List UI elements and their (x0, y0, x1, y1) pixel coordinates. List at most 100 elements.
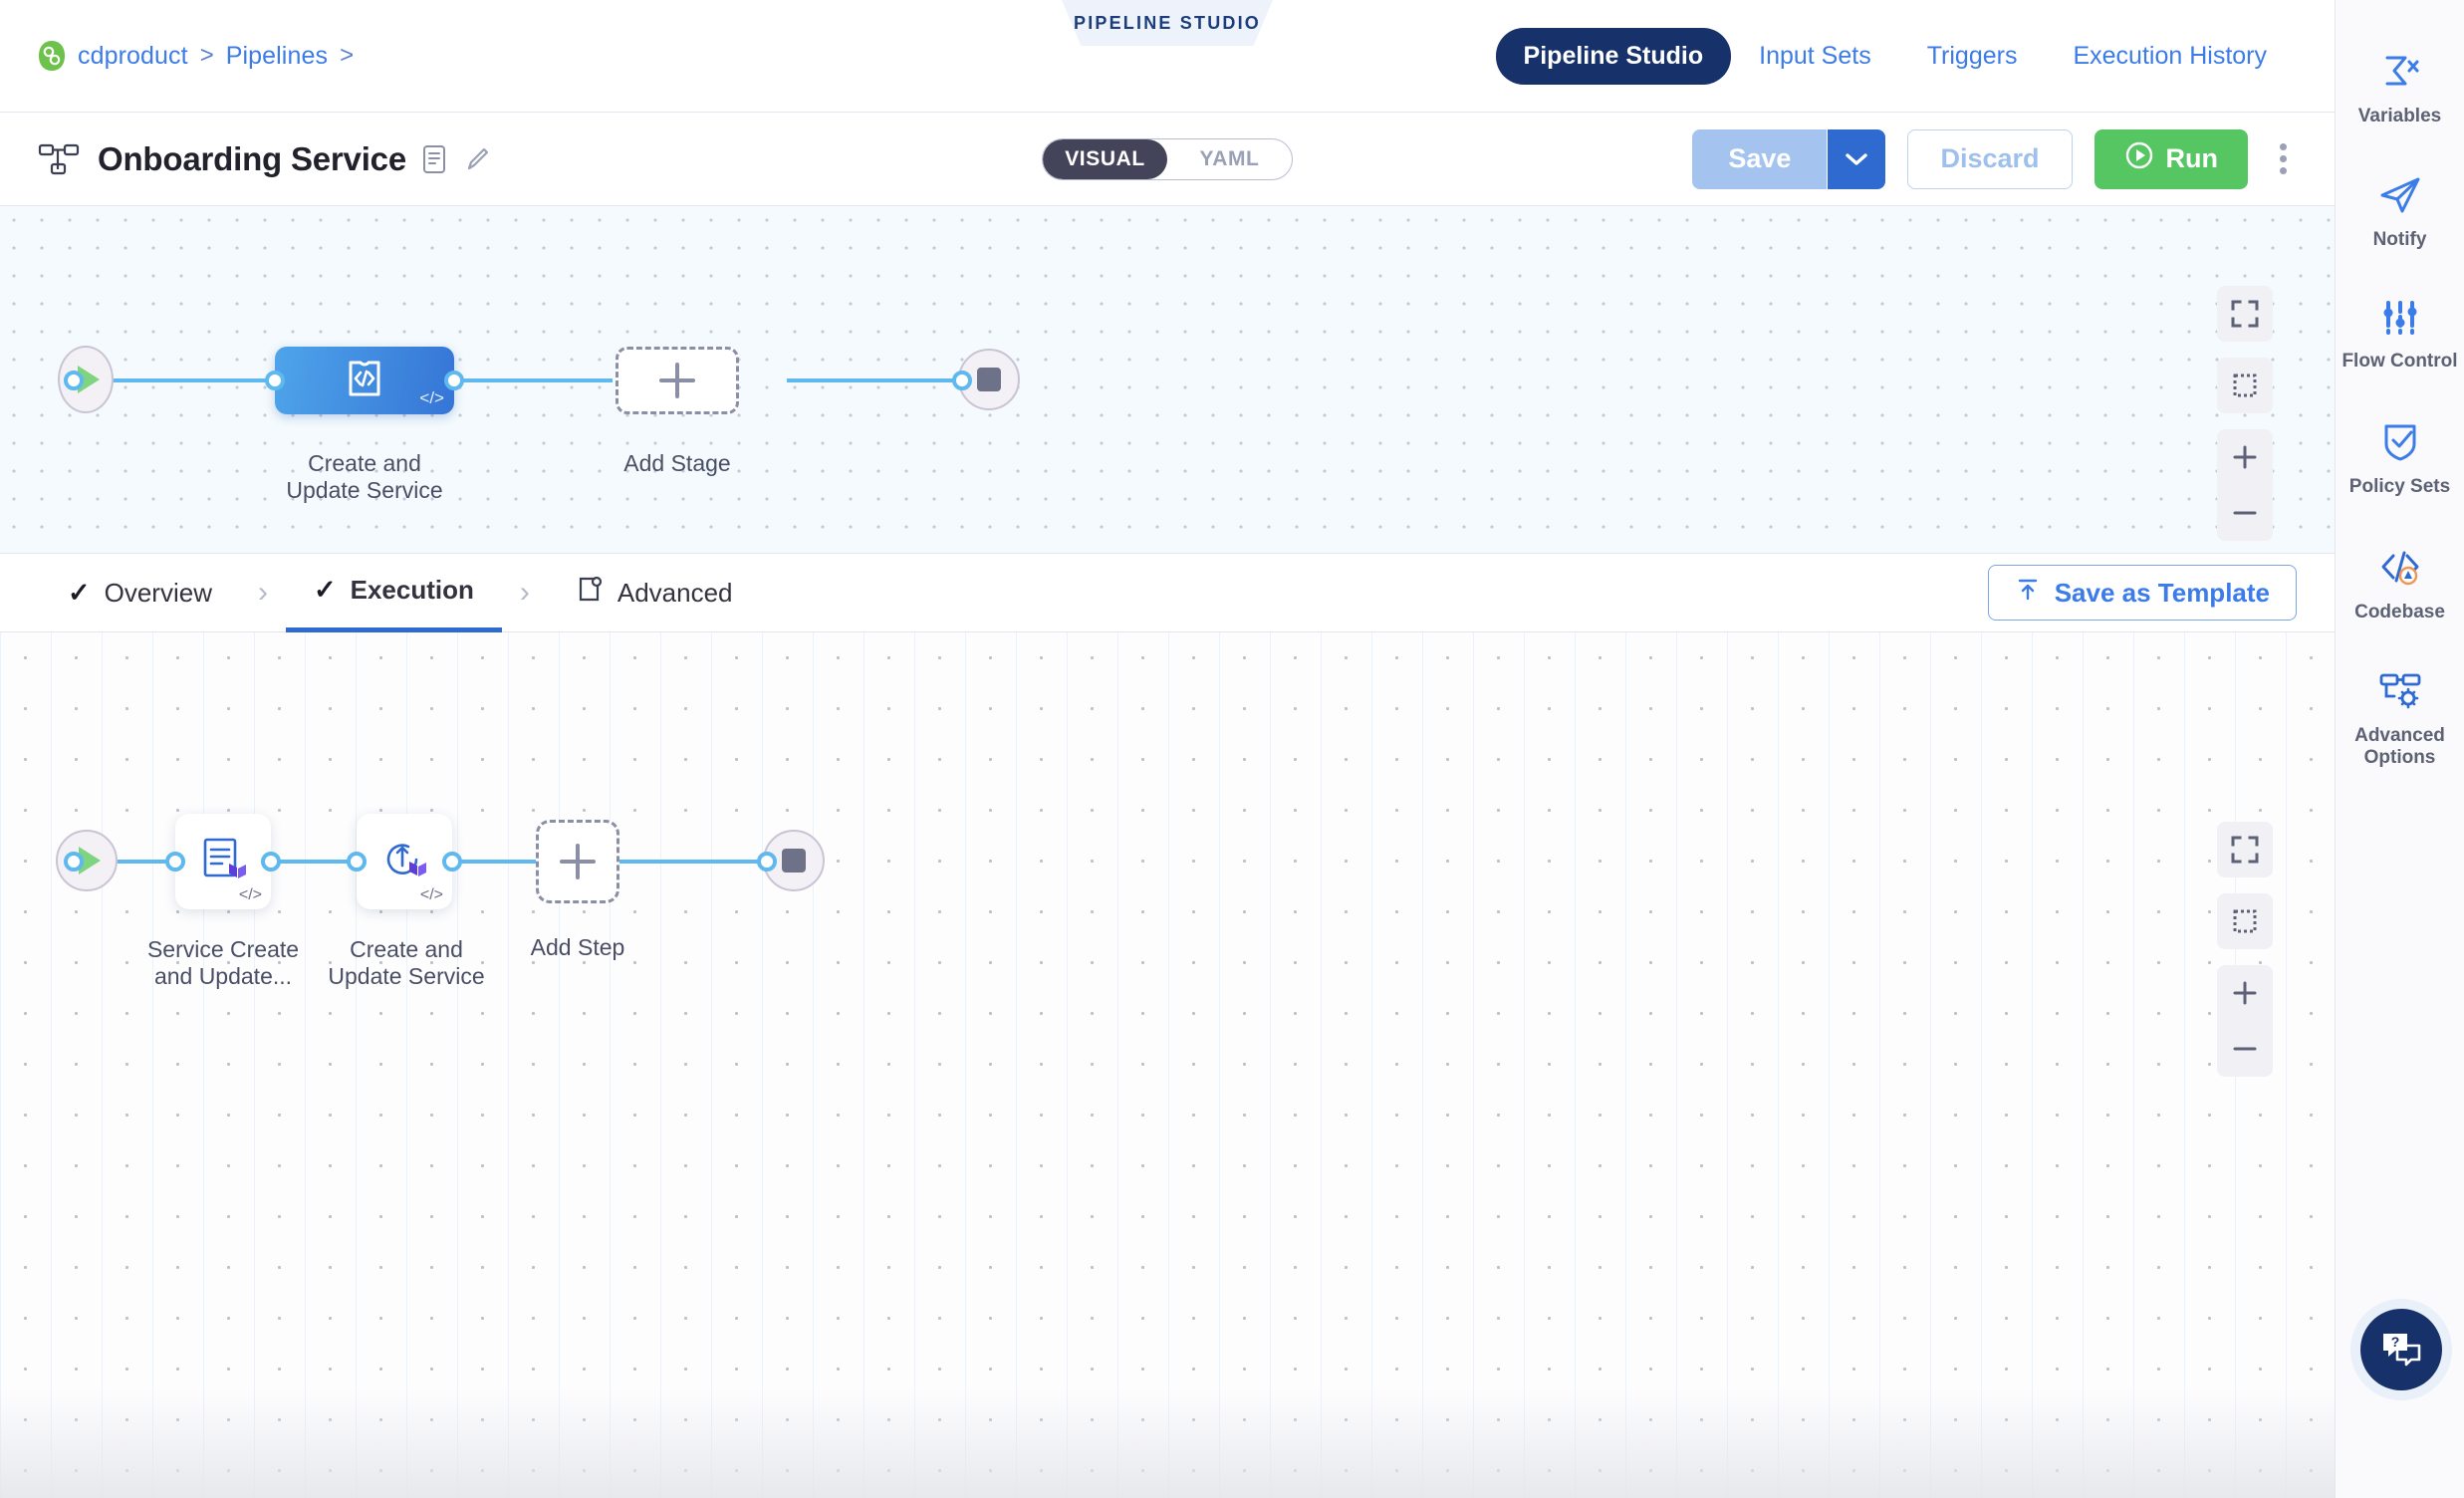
stage-port-in (265, 371, 285, 390)
tab-pipeline-studio[interactable]: Pipeline Studio (1496, 28, 1732, 85)
breadcrumb-separator-2: > (340, 42, 354, 70)
tab-execution[interactable]: ✓ Execution (286, 554, 502, 632)
help-chat-icon[interactable]: ? (2360, 1309, 2442, 1390)
save-button-group[interactable]: Save (1692, 129, 1885, 189)
rail-item-notify[interactable]: Notify (2336, 153, 2464, 277)
step-node-service-create-and-update[interactable]: </> (175, 814, 271, 909)
deployment-stage-icon (341, 355, 388, 407)
top-navigation: Pipeline Studio Input Sets Triggers Exec… (1496, 28, 2335, 85)
breadcrumb-item-account[interactable]: cdproduct (78, 42, 188, 71)
main-column: cdproduct > Pipelines > PIPELINE STUDIO … (0, 0, 2335, 1498)
add-step-label: Add Step (463, 934, 692, 961)
paper-plane-icon (2378, 175, 2422, 220)
fit-screen-icon[interactable] (2217, 822, 2273, 877)
advanced-options-icon (2377, 671, 2423, 716)
top-bar: cdproduct > Pipelines > PIPELINE STUDIO … (0, 0, 2335, 113)
stage-port-out (444, 371, 464, 390)
selection-box-icon[interactable] (2217, 358, 2273, 413)
save-button[interactable]: Save (1692, 129, 1828, 189)
play-circle-icon (2124, 140, 2154, 177)
zoom-controls (2217, 965, 2273, 1077)
pencil-icon[interactable] (464, 144, 488, 174)
tab-triggers[interactable]: Triggers (1899, 28, 2046, 85)
pipeline-studio-tag-label: PIPELINE STUDIO (1074, 13, 1261, 34)
rail-label-policy-sets: Policy Sets (2349, 476, 2450, 498)
rail-item-codebase[interactable]: Codebase (2336, 524, 2464, 649)
rail-item-flow-control[interactable]: Flow Control (2336, 277, 2464, 398)
exec-port-end (757, 852, 777, 872)
save-as-template-button[interactable]: Save as Template (1988, 565, 2297, 621)
add-step-node[interactable] (536, 820, 619, 903)
stage-node-create-and-update-service[interactable]: </> (275, 347, 454, 414)
harness-logo-icon (38, 40, 66, 72)
add-stage-label: Add Stage (563, 450, 792, 477)
add-stage-node[interactable] (616, 347, 739, 414)
step-code-badge-2: </> (420, 886, 443, 904)
description-icon[interactable] (422, 144, 446, 174)
exec-port-step1-in (165, 852, 185, 872)
rail-item-variables[interactable]: Variables (2336, 30, 2464, 153)
tab-input-sets[interactable]: Input Sets (1731, 28, 1899, 85)
step-code-badge: </> (239, 886, 262, 904)
kebab-menu-icon[interactable] (2270, 137, 2297, 180)
pipeline-studio-tag: PIPELINE STUDIO (1054, 0, 1281, 46)
rail-item-advanced-options[interactable]: Advanced Options (2336, 649, 2464, 795)
rail-label-notify: Notify (2373, 229, 2427, 251)
tab-overview[interactable]: ✓ Overview (40, 554, 240, 632)
exec-port-step1-out (261, 852, 281, 872)
page-title: Onboarding Service (98, 140, 406, 178)
sigma-variables-icon (2379, 52, 2421, 97)
run-button-label: Run (2166, 143, 2218, 174)
exec-edge-4 (608, 860, 767, 864)
stage-tab-strip: ✓ Overview › ✓ Execution › Advanced (0, 554, 2335, 632)
template-upload-icon (2015, 577, 2041, 610)
execution-canvas[interactable]: </> Service Create and Update... </> (0, 632, 2335, 1498)
stage-port-end (952, 371, 972, 390)
stage-node-label: Create and Update Service (250, 450, 479, 504)
save-as-template-label: Save as Template (2055, 578, 2270, 609)
stage-edge-3 (787, 378, 961, 382)
rail-label-advanced-options: Advanced Options (2340, 725, 2461, 769)
zoom-in-icon[interactable] (2217, 429, 2273, 485)
tab-advanced-label: Advanced (617, 578, 733, 609)
discard-button[interactable]: Discard (1907, 129, 2072, 189)
step-node-create-and-update-service[interactable]: </> (357, 814, 452, 909)
stage-port-start (64, 371, 84, 390)
stage-canvas[interactable]: </> Create and Update Service Add Stage (0, 206, 2335, 554)
terraform-plan-icon (195, 832, 251, 892)
tab-execution-history[interactable]: Execution History (2045, 28, 2295, 85)
stop-icon (782, 849, 806, 873)
tab-execution-label: Execution (351, 575, 474, 606)
check-icon: ✓ (314, 575, 337, 606)
tab-overview-label: Overview (105, 578, 212, 609)
zoom-out-icon[interactable] (2217, 485, 2273, 541)
advanced-gear-icon (576, 576, 604, 611)
pipeline-nodes-icon (38, 142, 80, 176)
zoom-in-icon[interactable] (2217, 965, 2273, 1021)
breadcrumb-separator: > (200, 42, 214, 70)
right-rail: Variables Notify Flow Control (2335, 0, 2464, 1498)
run-button[interactable]: Run (2094, 129, 2248, 189)
zoom-controls (2217, 429, 2273, 541)
selection-box-icon[interactable] (2217, 893, 2273, 949)
toggle-option-yaml[interactable]: YAML (1167, 139, 1292, 179)
rail-item-policy-sets[interactable]: Policy Sets (2336, 398, 2464, 524)
shield-check-icon (2380, 420, 2420, 467)
stop-icon (977, 368, 1001, 391)
title-bar: Onboarding Service VISUAL YAML Save (0, 113, 2335, 206)
stage-edge-2 (453, 378, 613, 382)
visual-yaml-toggle[interactable]: VISUAL YAML (1042, 138, 1293, 180)
breadcrumb-item-pipelines[interactable]: Pipelines (226, 42, 328, 71)
plus-icon-vertical (675, 363, 679, 398)
chevron-down-icon[interactable] (1828, 129, 1885, 189)
rail-label-variables: Variables (2358, 106, 2441, 127)
toggle-option-visual[interactable]: VISUAL (1043, 139, 1167, 179)
execution-canvas-controls (2217, 822, 2273, 1077)
fit-screen-icon[interactable] (2217, 286, 2273, 342)
plus-icon-vertical (576, 844, 580, 879)
exec-port-start (64, 852, 84, 872)
zoom-out-icon[interactable] (2217, 1021, 2273, 1077)
tab-advanced[interactable]: Advanced (548, 554, 761, 632)
stage-code-badge: </> (419, 388, 444, 408)
exec-port-step2-out (442, 852, 462, 872)
